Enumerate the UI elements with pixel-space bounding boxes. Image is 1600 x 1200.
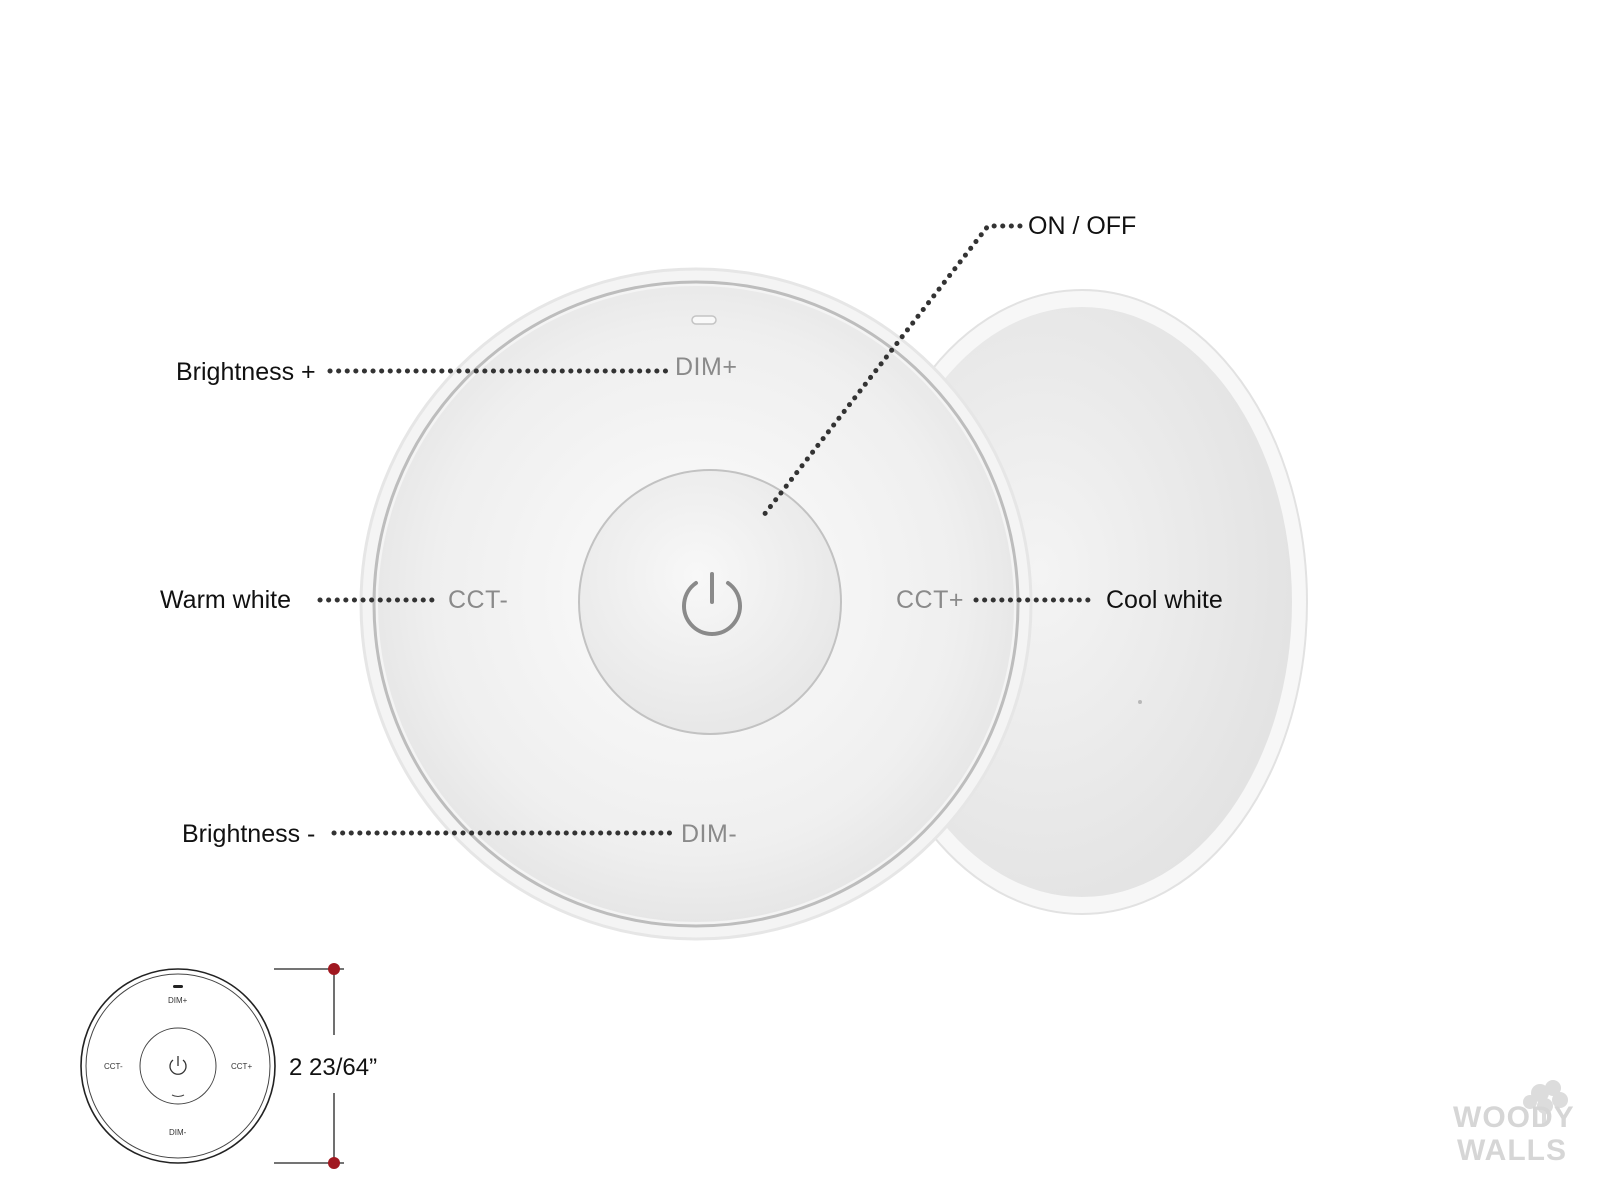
leader-lines — [317, 223, 1095, 836]
leader-on-off — [757, 223, 1023, 523]
mini-cct-minus: CCT- — [104, 1062, 123, 1071]
power-icon — [682, 572, 742, 636]
mini-power-icon — [169, 1056, 187, 1075]
led-indicator — [691, 315, 717, 325]
dimension-marker-bottom — [328, 1157, 340, 1169]
callout-brightness-plus: Brightness + — [176, 358, 316, 386]
dim-plus-button[interactable]: DIM+ — [675, 353, 737, 381]
dimension-label: 2 23/64” — [289, 1054, 377, 1081]
dimension-marker-top — [328, 963, 340, 975]
callout-on-off: ON / OFF — [1028, 212, 1136, 240]
mini-dim-minus: DIM- — [169, 1128, 187, 1137]
callout-brightness-minus: Brightness - — [182, 820, 315, 848]
mini-dim-plus: DIM+ — [168, 996, 188, 1005]
watermark-line1: WOODY — [1453, 1101, 1575, 1134]
cct-plus-button[interactable]: CCT+ — [896, 586, 964, 614]
callout-warm-white: Warm white — [160, 586, 291, 614]
dimension-indicator — [274, 963, 344, 1169]
dim-minus-button[interactable]: DIM- — [681, 820, 737, 848]
mini-remote-drawing: DIM+ CCT- CCT+ DIM- — [80, 968, 276, 1164]
tree-icon — [1523, 1080, 1568, 1124]
cct-minus-button[interactable]: CCT- — [448, 586, 508, 614]
watermark-logo: WOODY WALLS — [1453, 1080, 1575, 1167]
power-button[interactable] — [578, 469, 842, 735]
mini-cct-plus: CCT+ — [231, 1062, 252, 1071]
watermark-line2: WALLS — [1457, 1134, 1567, 1167]
callout-cool-white: Cool white — [1106, 586, 1223, 614]
